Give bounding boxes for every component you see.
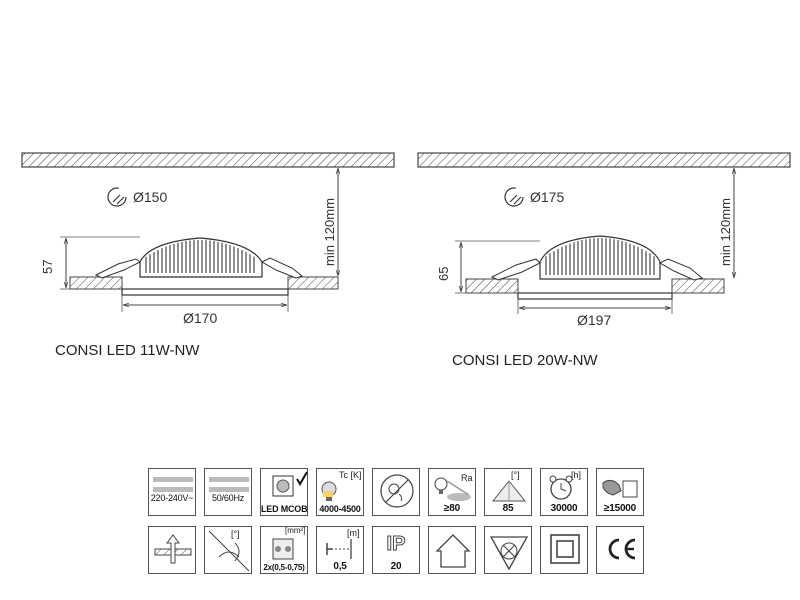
beam-unit: [°] xyxy=(511,470,520,480)
lifetime-icon: [h] 30000 xyxy=(540,468,588,516)
diagram-1 xyxy=(21,152,395,312)
frequency-label: 50/60Hz xyxy=(211,493,245,503)
ip-rating-label: 20 xyxy=(390,561,402,572)
switching-cycles-icon: ≥15000 xyxy=(596,468,644,516)
heatsink-fins xyxy=(545,238,655,275)
lifetime-label: 30000 xyxy=(550,503,578,514)
min-depth-label-1: min 120mm xyxy=(322,198,337,266)
wire-cross-section-icon: [mm²] 2x(0,5-0,75) xyxy=(260,526,308,574)
ra-unit: Ra xyxy=(461,473,473,483)
distance-unit: [m] xyxy=(347,528,360,538)
model-name-1: CONSI LED 11W-NW xyxy=(55,342,200,359)
spring-right xyxy=(658,258,704,281)
rotation-unit: [°] xyxy=(231,529,240,539)
panel-right xyxy=(287,276,339,290)
rotation-angle-icon: [°] xyxy=(204,526,252,574)
panel-left xyxy=(69,276,123,290)
ip-rating-icon: IP 20 xyxy=(372,526,420,574)
min-distance-icon: [m] 0,5 xyxy=(316,526,364,574)
cutout-icon xyxy=(107,187,127,207)
color-rendering-icon: Ra ≥80 xyxy=(428,468,476,516)
tc-unit: Tc [K] xyxy=(339,470,362,480)
cutout-icon xyxy=(504,187,524,207)
color-rendering-label: ≥80 xyxy=(443,503,460,514)
spring-right xyxy=(260,257,304,279)
beam-angle-label: 85 xyxy=(502,503,514,514)
ip-text: IP xyxy=(386,533,406,556)
color-temperature-icon: Tc [K] 4000-4500 xyxy=(316,468,364,516)
diameter-label-2: Ø197 xyxy=(577,312,611,328)
led-source-label: LED MCOB xyxy=(261,504,308,514)
protection-class-ii-icon xyxy=(540,526,588,574)
cutout-label-1: Ø150 xyxy=(133,189,167,205)
spring-left xyxy=(94,258,141,279)
panel-right xyxy=(671,278,725,294)
voltage-icon: 220-240V~ xyxy=(148,468,196,516)
height-label-2: 65 xyxy=(436,267,451,281)
no-replaceable-bulb-icon xyxy=(372,468,420,516)
trim-ring xyxy=(121,288,289,296)
ceiling-hatch xyxy=(21,152,395,168)
min-depth-label-2: min 120mm xyxy=(718,198,733,266)
color-temperature-label: 4000-4500 xyxy=(319,504,361,514)
indoor-use-icon xyxy=(428,526,476,574)
spring-left xyxy=(490,258,541,281)
ceiling-hatch xyxy=(417,152,791,168)
wire-unit: [mm²] xyxy=(285,526,306,535)
panel-left xyxy=(465,278,519,294)
diagram-2 xyxy=(417,152,791,314)
ce-mark-icon xyxy=(596,526,644,574)
cutout-label-2: Ø175 xyxy=(530,189,564,205)
heatsink-fins xyxy=(145,240,255,273)
beam-angle-icon: [°] 85 xyxy=(484,468,532,516)
not-for-insulation-cover-icon xyxy=(484,526,532,574)
diameter-label-1: Ø170 xyxy=(183,310,217,326)
hours-unit: [h] xyxy=(571,470,582,480)
led-source-icon: LED MCOB xyxy=(260,468,308,516)
min-distance-label: 0,5 xyxy=(333,561,347,572)
voltage-label: 220-240V~ xyxy=(150,493,194,503)
switching-cycles-label: ≥15000 xyxy=(603,503,637,514)
height-label-1: 57 xyxy=(40,260,55,274)
frequency-icon: 50/60Hz xyxy=(204,468,252,516)
mounting-surface-icon xyxy=(148,526,196,574)
model-name-2: CONSI LED 20W-NW xyxy=(452,352,598,369)
wire-cross-section-label: 2x(0,5-0,75) xyxy=(263,563,305,572)
trim-ring xyxy=(517,292,673,300)
